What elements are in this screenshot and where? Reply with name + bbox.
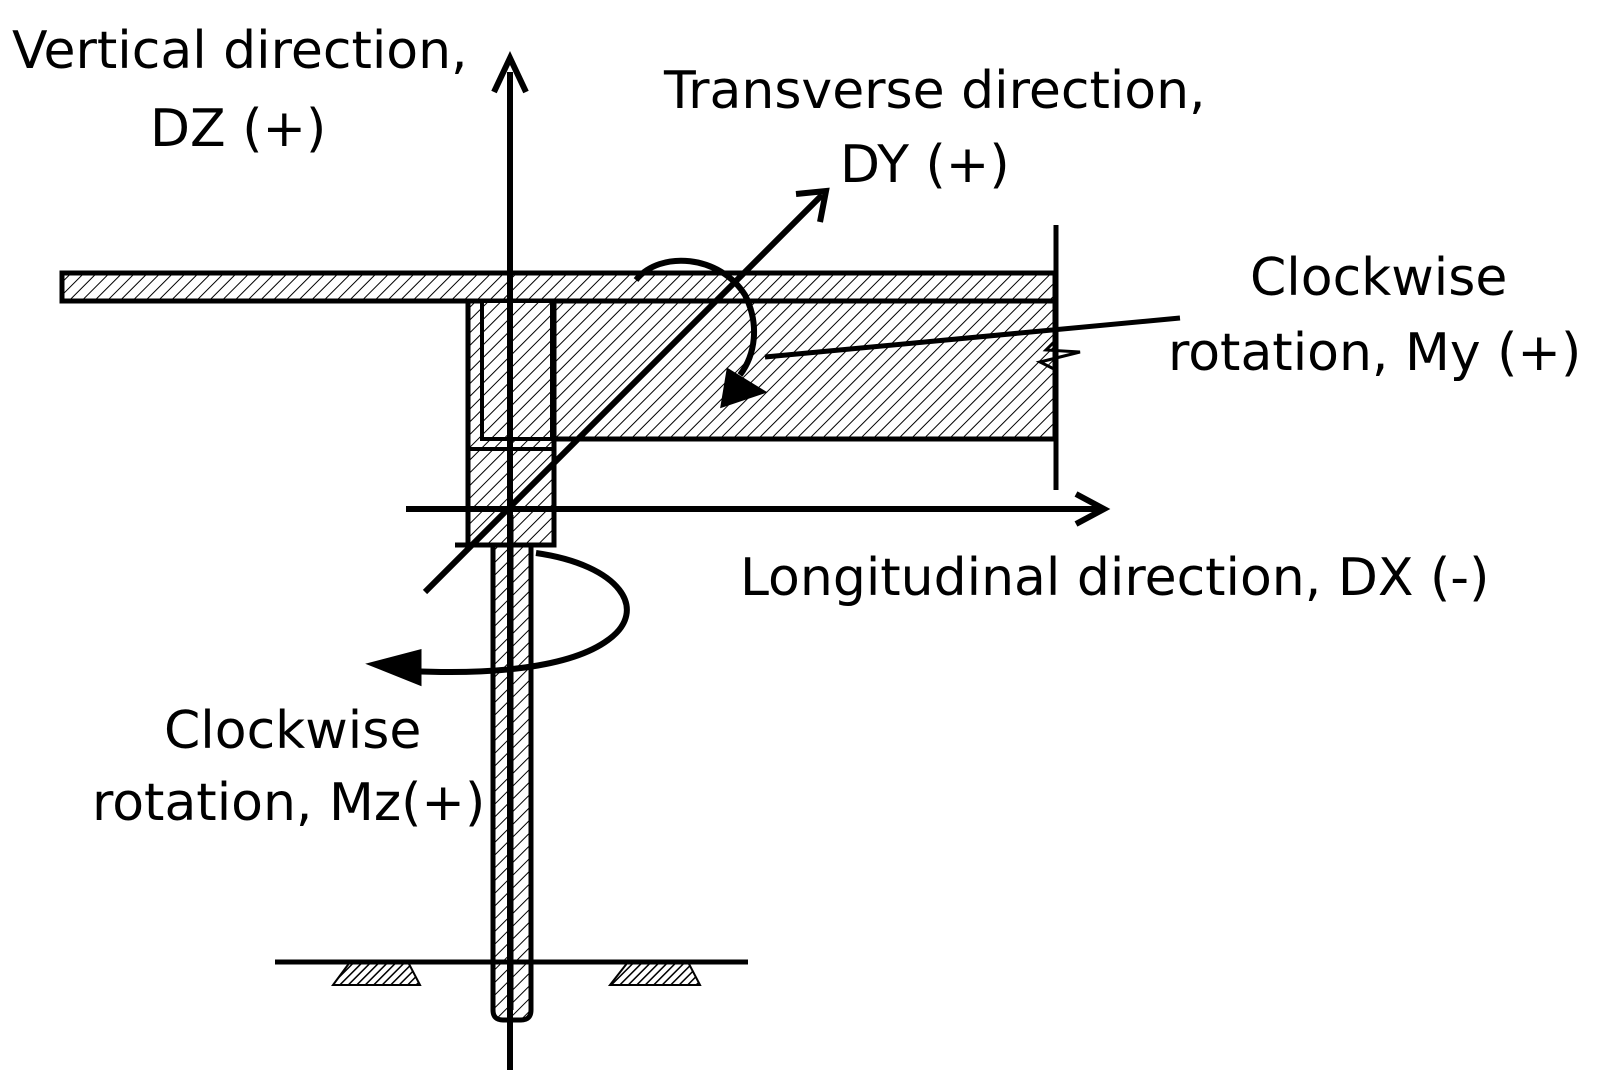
vertical-axis-arrowhead [491, 50, 529, 94]
label-longitudinal: Longitudinal direction, DX (-) [740, 548, 1489, 608]
longitudinal-axis-arrowhead [1074, 491, 1111, 527]
pier-cap-inner [480, 299, 554, 441]
girder [479, 298, 1058, 442]
label-vertical-line2: DZ (+) [150, 99, 326, 159]
transverse-axis [422, 192, 825, 595]
label-my-line2: rotation, My (+) [1168, 323, 1581, 383]
label-my-line1: Clockwise [1250, 248, 1507, 308]
mz-rotation-arrow [409, 550, 630, 675]
my-rotation-arrow [633, 257, 758, 377]
label-mz-line1: Clockwise [164, 701, 421, 761]
mz-rotation-arrowhead [365, 649, 422, 687]
ground-hatch-left [331, 961, 422, 986]
deck-slab [59, 270, 1058, 304]
label-vertical-line1: Vertical direction, [12, 21, 468, 81]
label-transverse-line2: DY (+) [840, 135, 1010, 195]
label-mz-line2: rotation, Mz(+) [92, 773, 485, 833]
label-transverse-line1: Transverse direction, [663, 61, 1206, 121]
ground-hatch-right [607, 961, 702, 986]
break-mark [1035, 338, 1081, 372]
my-rotation-arrowhead [720, 367, 768, 409]
transverse-axis-arrowhead [795, 187, 830, 223]
my-leader-line [764, 315, 1181, 360]
